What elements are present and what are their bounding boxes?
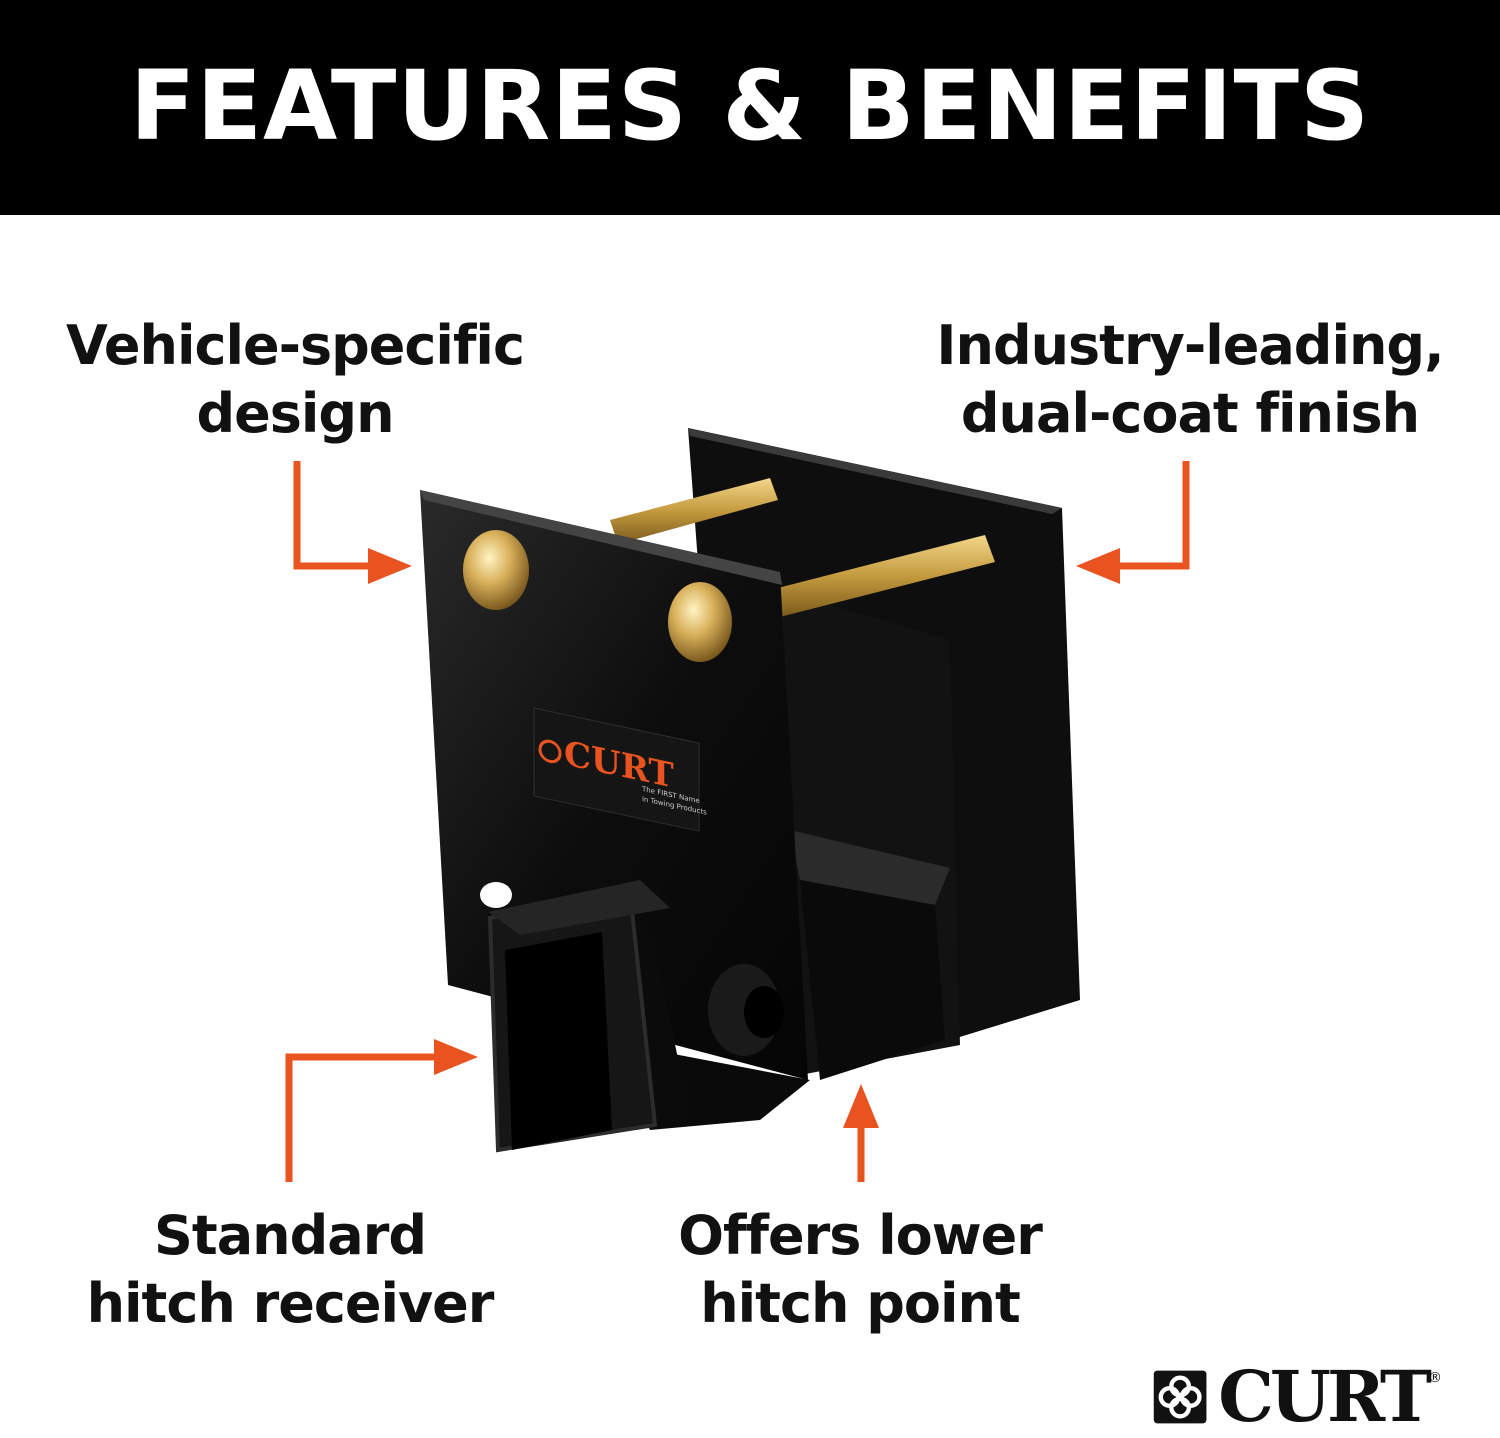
threaded-rod-top [610, 478, 778, 544]
tube-top [790, 830, 950, 905]
callout-finish: Industry-leading, dual-coat finish [930, 312, 1450, 448]
product-label: CURT The FIRST Name in Towing Products [533, 707, 707, 832]
curt-logo-icon [1153, 1370, 1207, 1424]
callout-receiver: Standard hitch receiver [60, 1202, 520, 1338]
threaded-rod-bottom [770, 535, 995, 617]
back-plate [688, 428, 1080, 1040]
banner-title: FEATURES & BENEFITS [129, 49, 1371, 162]
tube-side [800, 880, 945, 1080]
back-plate-edge [688, 428, 1062, 514]
carriage-bolt-left [463, 530, 529, 610]
callout-line: design [196, 382, 394, 445]
callout-line: Offers lower [678, 1204, 1043, 1267]
callout-line: hitch point [700, 1272, 1021, 1335]
arrow-right-icon [285, 1053, 442, 1182]
callout-vehicle-specific: Vehicle-specific design [40, 312, 550, 448]
callout-hitch-point: Offers lower hitch point [650, 1202, 1070, 1338]
receiver-top [488, 880, 670, 935]
callout-line: hitch receiver [86, 1272, 495, 1335]
pin-hole [744, 986, 784, 1038]
front-plate-edge [420, 490, 782, 585]
arrow-right-head [368, 548, 412, 584]
logo-registered-mark: ® [1428, 1370, 1442, 1386]
callout-line: dual-coat finish [960, 382, 1420, 445]
header-banner: FEATURES & BENEFITS [0, 0, 1500, 215]
callout-line: Vehicle-specific [66, 314, 525, 377]
brand-logo: CURT ® [1152, 1362, 1442, 1432]
arrow-right-head [434, 1039, 478, 1075]
carriage-bolt-right [668, 582, 732, 662]
arrow-up-head [843, 1084, 879, 1128]
callout-line: Standard [154, 1204, 427, 1267]
arrow-right-icon [293, 461, 378, 570]
arrow-left-head [1076, 548, 1120, 584]
callout-line: Industry-leading, [936, 314, 1444, 377]
plate-hole [480, 882, 512, 908]
logo-wordmark: CURT [1218, 1355, 1432, 1438]
arrow-left-icon [1110, 461, 1190, 570]
receiver-opening [505, 932, 612, 1150]
